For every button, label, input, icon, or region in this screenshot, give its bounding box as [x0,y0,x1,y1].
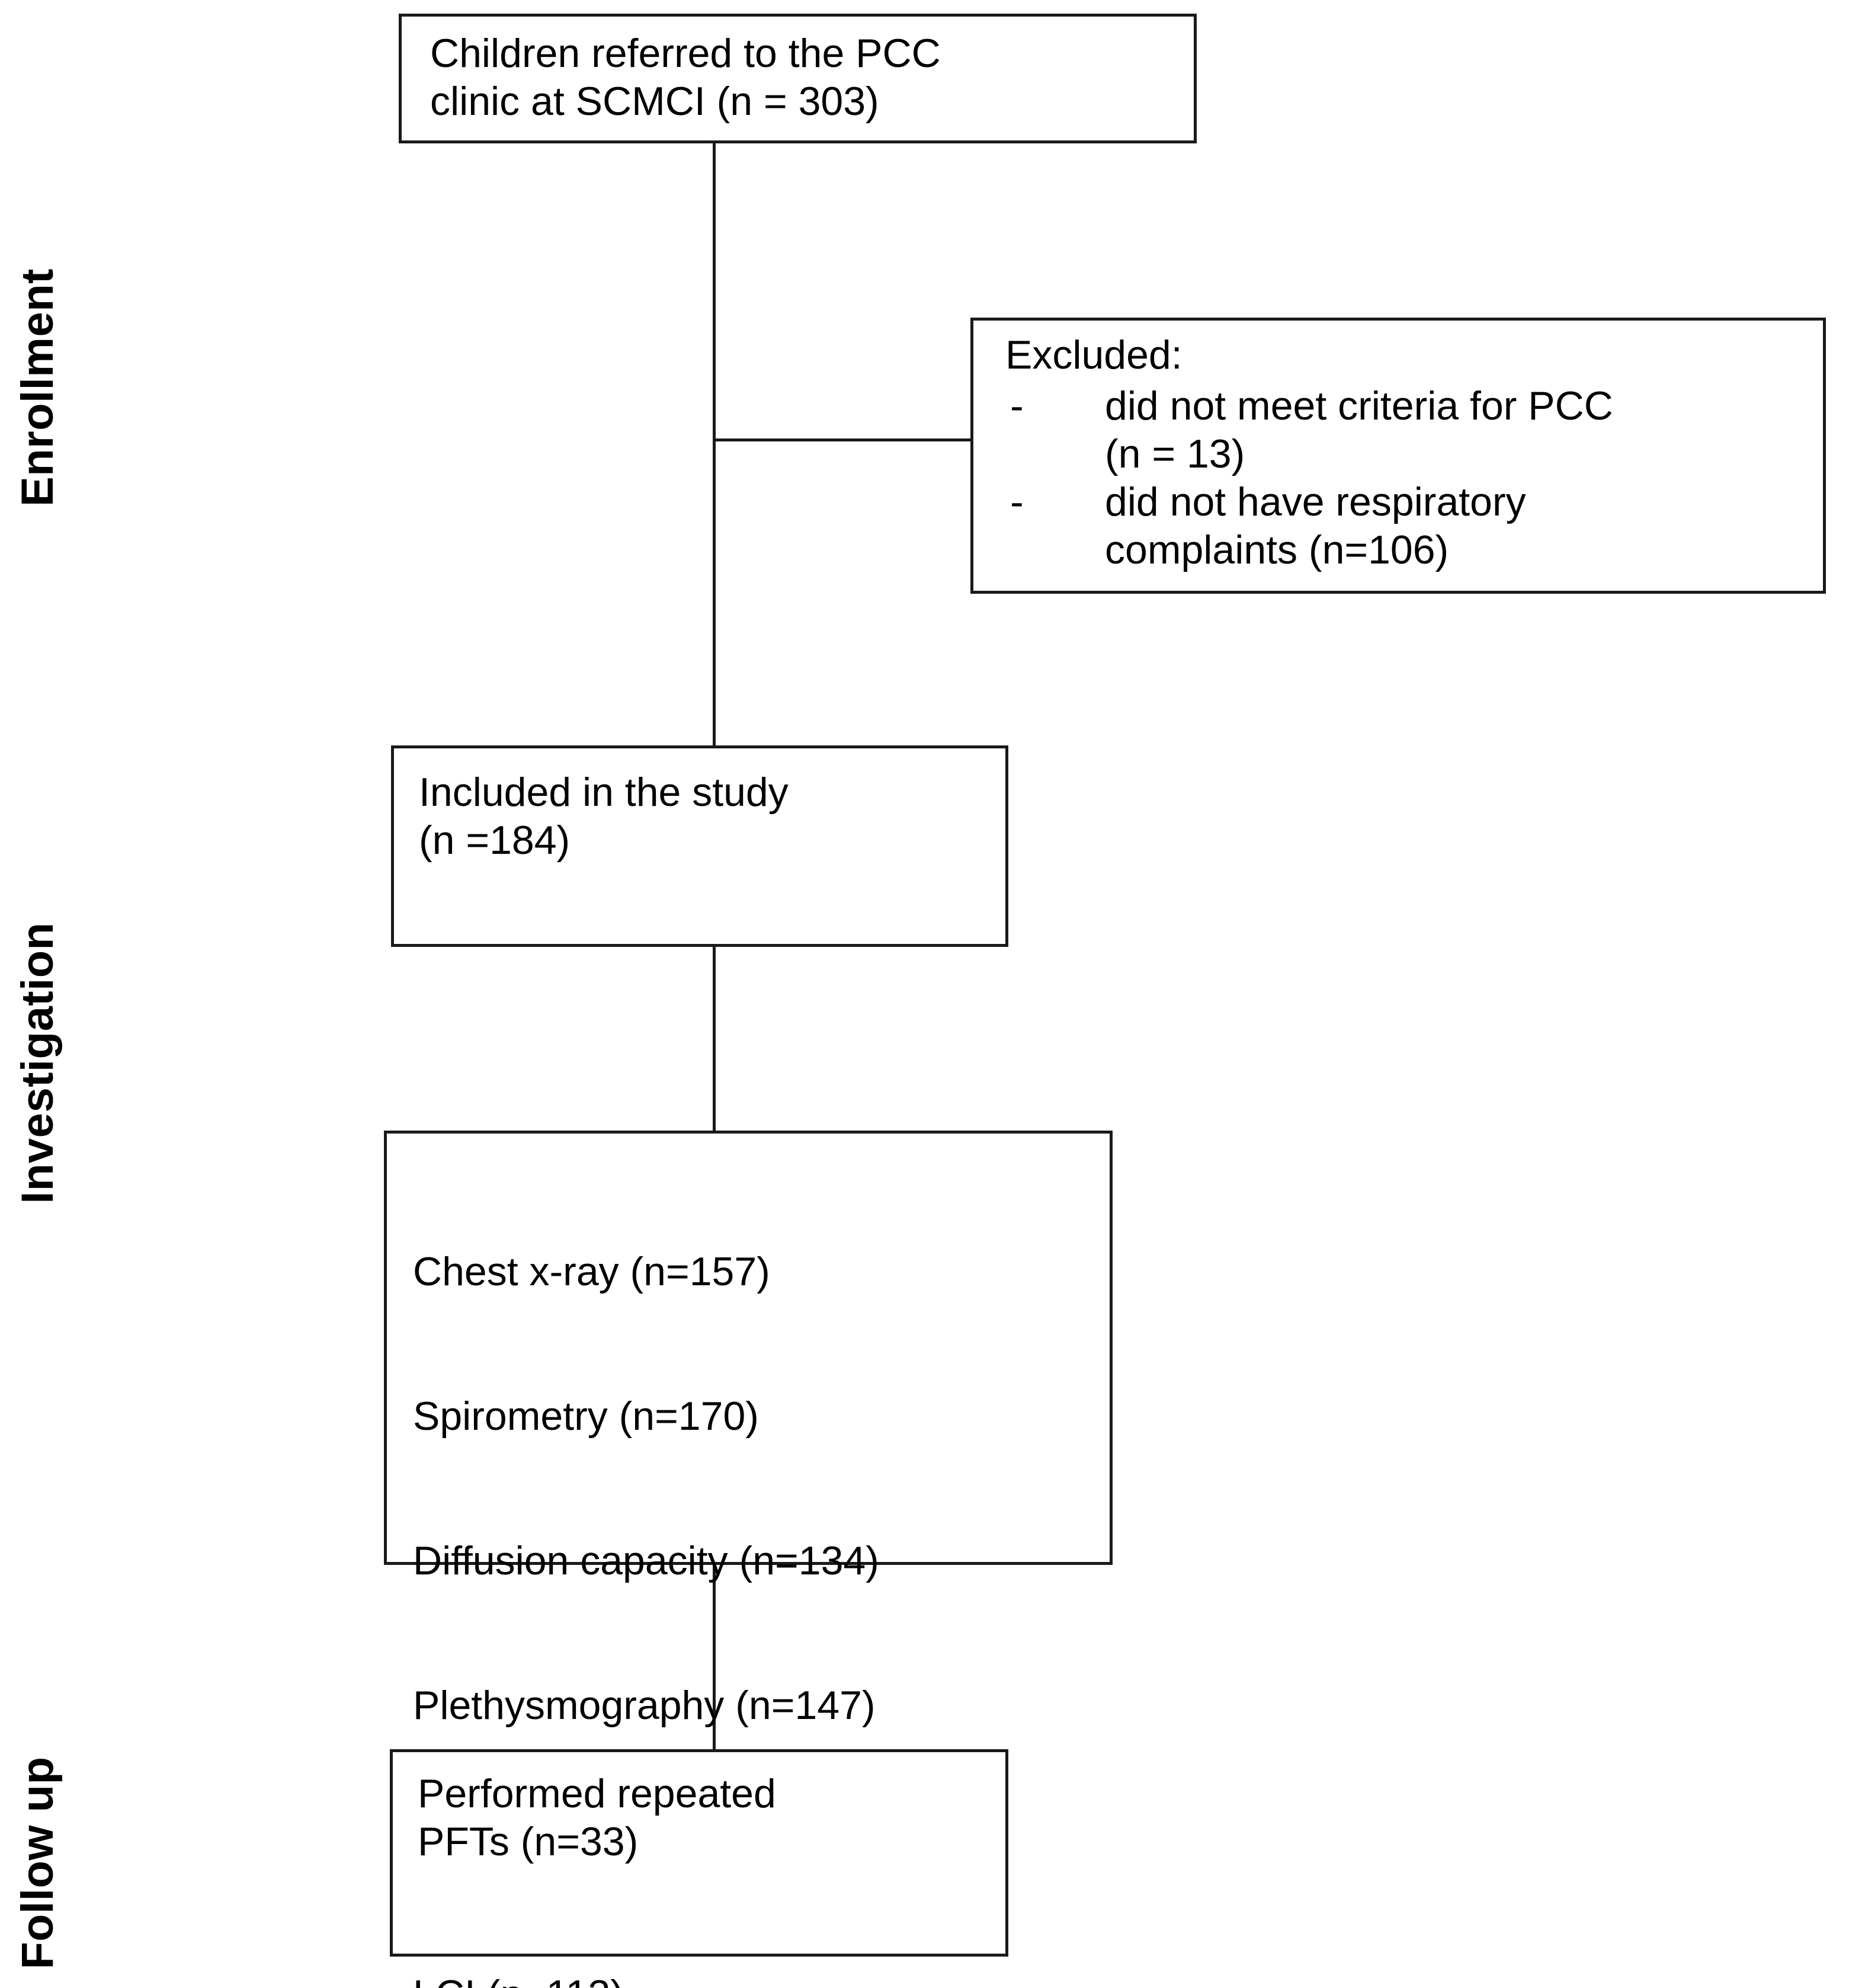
box-excluded-title: Excluded: [1005,332,1183,377]
stage-label-enrollment-text: Enrollment [12,268,63,507]
box-children-referred-line2: clinic at SCMCI (n = 303) [430,79,879,124]
box-investigations: Chest x-ray (n=157) Spirometry (n=170) D… [384,1131,1113,1988]
box-excluded: Excluded: - did not meet criteria for PC… [970,318,1826,594]
stage-label-followup-text: Follow up [12,1756,63,1970]
box-excluded-item-1-line1: did not meet criteria for PCC [1105,383,1613,428]
box-children-referred-line1: Children referred to the PCC [430,31,941,76]
box-followup-line2: PFTs (n=33) [418,1819,639,1864]
connector-investigations-to-followup [713,1564,716,1750]
connector-referred-to-included [713,142,716,747]
stage-label-investigation-text: Investigation [12,922,63,1204]
box-excluded-item-2-line2: complaints (n=106) [1105,527,1449,572]
box-included-line1: Included in the study [419,770,789,815]
box-followup-line1: Performed repeated [418,1771,776,1816]
stage-label-followup: Follow up [12,1715,65,1988]
investigation-line-plethysmography: Plethysmography (n=147) [413,1683,876,1728]
box-excluded-item-1-line2: (n = 13) [1105,431,1245,476]
box-included-in-study: Included in the study (n =184) [391,745,1008,947]
box-excluded-bullet-1: - [1010,383,1024,428]
box-excluded-bullet-2: - [1010,479,1024,524]
investigation-line-chest-xray: Chest x-ray (n=157) [413,1248,770,1294]
box-excluded-item-2-line1: did not have respiratory [1105,479,1526,524]
connector-included-to-investigations [713,945,716,1132]
stage-label-investigation: Investigation [12,870,65,1256]
stage-label-enrollment: Enrollment [12,222,65,553]
investigation-line-spirometry: Spirometry (n=170) [413,1393,759,1439]
investigation-line-lci: LCI (n=113) [413,1970,879,1988]
box-children-referred: Children referred to the PCC clinic at S… [399,14,1197,143]
investigation-line-diffusion-capacity: Diffusion capacity (n=134) [413,1538,879,1583]
connector-branch-to-excluded [713,438,973,441]
box-included-line2: (n =184) [419,818,571,863]
box-followup-pfts: Performed repeated PFTs (n=33) [390,1749,1008,1957]
